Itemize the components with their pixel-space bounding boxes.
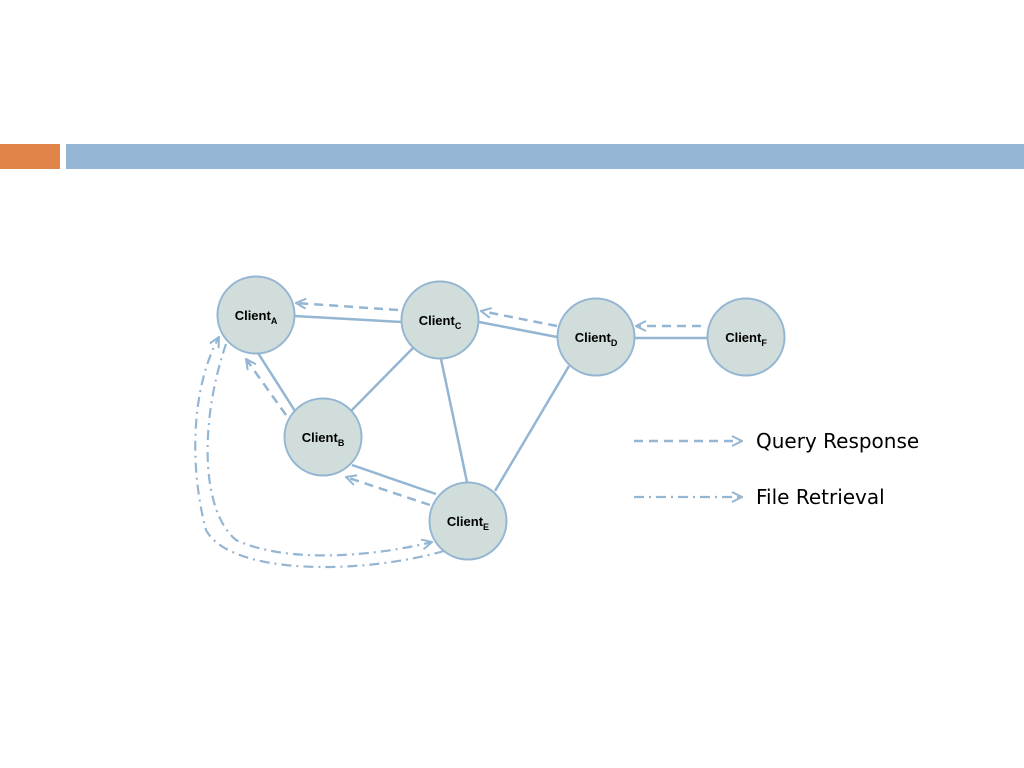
node-name: Client	[575, 330, 612, 345]
svg-text:ClientF: ClientF	[725, 330, 767, 348]
legend: Query Response File Retrieval	[634, 429, 919, 509]
client-node-b: ClientB	[283, 397, 363, 477]
edge-d-e	[493, 365, 571, 492]
query-response-arrows	[246, 303, 701, 507]
legend-label-file-retrieval: File Retrieval	[756, 485, 885, 509]
query-response-c-to-a	[296, 303, 399, 312]
node-subscript: D	[611, 338, 618, 348]
node-subscript: A	[271, 316, 278, 326]
node-name: Client	[302, 430, 339, 445]
svg-text:ClientE: ClientE	[447, 514, 489, 532]
node-subscript: C	[455, 321, 462, 331]
file-retrieval-a-to-e	[206, 343, 432, 557]
edge-a-b	[256, 352, 297, 412]
node-name: Client	[447, 514, 484, 529]
legend-item-file-retrieval: File Retrieval	[634, 485, 885, 509]
legend-label-query-response: Query Response	[756, 429, 919, 453]
svg-text:ClientD: ClientD	[575, 330, 618, 348]
query-response-e-to-b	[346, 477, 431, 507]
client-node-d: ClientD	[556, 297, 636, 377]
file-retrieval-e-to-a	[194, 337, 445, 569]
edge-a-c	[293, 314, 403, 324]
edge-b-c	[350, 347, 414, 412]
edge-c-d	[478, 320, 558, 339]
node-subscript: E	[483, 522, 489, 532]
edge-b-e	[351, 463, 437, 496]
client-node-f: ClientF	[706, 297, 786, 377]
svg-text:ClientC: ClientC	[419, 313, 462, 331]
legend-item-query-response: Query Response	[634, 429, 919, 453]
edge-c-e	[439, 358, 469, 483]
node-name: Client	[235, 308, 272, 323]
svg-text:ClientA: ClientA	[235, 308, 278, 326]
svg-text:ClientB: ClientB	[302, 430, 345, 448]
client-node-c: ClientC	[400, 280, 480, 360]
node-name: Client	[725, 330, 762, 345]
slide-title-bar	[66, 144, 1024, 169]
query-response-b-to-a	[246, 359, 288, 416]
edge-group	[256, 314, 708, 496]
query-response-d-to-c	[481, 311, 558, 328]
client-node-e: ClientE	[428, 481, 508, 561]
node-subscript: F	[761, 338, 767, 348]
client-node-a: ClientA	[216, 275, 296, 355]
node-name: Client	[419, 313, 456, 328]
slide-accent-block	[0, 144, 60, 169]
file-retrieval-arrows	[194, 337, 445, 569]
node-subscript: B	[338, 438, 345, 448]
